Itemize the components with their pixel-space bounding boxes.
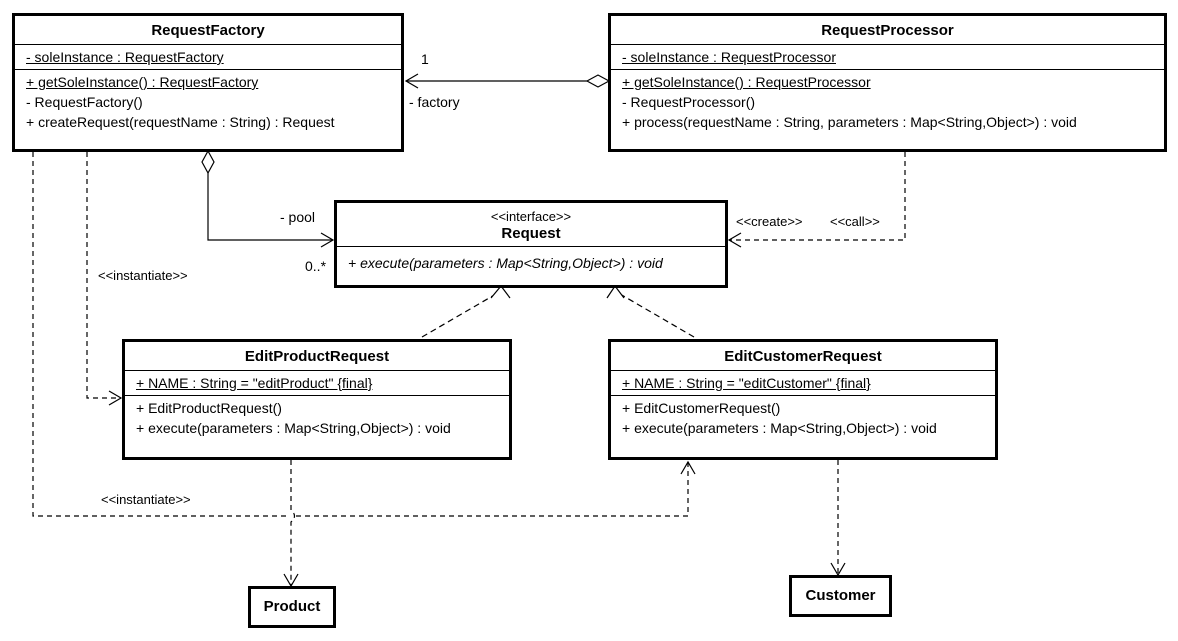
- instantiate-label: <<instantiate>>: [98, 268, 188, 283]
- instantiate-product-request-arrow: [108, 390, 123, 406]
- operation: + EditProductRequest(): [136, 400, 282, 416]
- factory-aggregation-diamond: [585, 74, 611, 88]
- pool-aggregation-line: [207, 173, 333, 241]
- operation: + getSoleInstance() : RequestProcessor: [622, 74, 871, 90]
- operation: + execute(parameters : Map<String,Object…: [622, 420, 937, 436]
- factory-open-arrow: [404, 73, 419, 89]
- request-factory-class[interactable]: RequestFactory - soleInstance : RequestF…: [12, 13, 404, 152]
- factory-multiplicity-label: 1: [421, 51, 429, 67]
- class-name: EditCustomerRequest: [724, 348, 882, 365]
- operations-section: + execute(parameters : Map<String,Object…: [337, 246, 725, 275]
- instantiate-customer-request-line: [32, 152, 689, 517]
- operations-section: + EditProductRequest() + execute(paramet…: [125, 395, 509, 440]
- attributes-section: + NAME : String = "editProduct" {final}: [125, 370, 509, 395]
- call-open-arrow: [727, 232, 742, 248]
- product-class[interactable]: Product: [248, 586, 336, 628]
- attribute: + NAME : String = "editCustomer" {final}: [622, 375, 871, 391]
- attributes-section: - soleInstance : RequestFactory: [15, 44, 401, 69]
- request-processor-class[interactable]: RequestProcessor - soleInstance : Reques…: [608, 13, 1167, 152]
- class-name: Request: [501, 225, 561, 242]
- instantiate-customer-request-arrow: [680, 460, 696, 475]
- class-name: RequestFactory: [151, 22, 265, 39]
- class-name: EditProductRequest: [244, 348, 390, 365]
- class-name: Customer: [805, 587, 876, 604]
- attribute: - soleInstance : RequestProcessor: [622, 49, 836, 65]
- stereotype: <<interface>>: [490, 209, 572, 224]
- interface-header: <<interface>> Request: [337, 203, 725, 246]
- operation: - RequestProcessor(): [622, 94, 756, 110]
- customer-realization-line: [619, 293, 695, 338]
- call-dependency-line: [729, 152, 906, 241]
- operation: + execute(parameters : Map<String,Object…: [136, 420, 451, 436]
- attributes-section: - soleInstance : RequestProcessor: [611, 44, 1164, 69]
- attributes-section: + NAME : String = "editCustomer" {final}: [611, 370, 995, 395]
- class-name: RequestProcessor: [821, 22, 954, 39]
- pool-open-arrow: [320, 232, 335, 248]
- instantiate-label: <<instantiate>>: [101, 492, 191, 507]
- operation: - RequestFactory(): [26, 94, 143, 110]
- instantiate-product-request-line: [86, 152, 121, 399]
- customer-class[interactable]: Customer: [789, 575, 892, 617]
- product-realization-line: [421, 293, 497, 338]
- call-stereotype-label: <<call>>: [830, 214, 880, 229]
- operation: + execute(parameters : Map<String,Object…: [348, 255, 663, 271]
- create-stereotype-label: <<create>>: [736, 214, 803, 229]
- attribute: + NAME : String = "editProduct" {final}: [136, 375, 373, 391]
- operation: + process(requestName : String, paramete…: [622, 114, 1077, 130]
- product-dependency-line: [290, 460, 296, 586]
- operations-section: + getSoleInstance() : RequestFactory - R…: [15, 69, 401, 134]
- operations-section: + EditCustomerRequest() + execute(parame…: [611, 395, 995, 440]
- pool-aggregation-diamond: [201, 149, 215, 175]
- edit-customer-request-class[interactable]: EditCustomerRequest + NAME : String = "e…: [608, 339, 998, 460]
- attribute: - soleInstance : RequestFactory: [26, 49, 224, 65]
- request-interface[interactable]: <<interface>> Request + execute(paramete…: [334, 200, 728, 288]
- operation: + EditCustomerRequest(): [622, 400, 781, 416]
- operation: + createRequest(requestName : String) : …: [26, 114, 335, 130]
- class-name: Product: [263, 598, 321, 615]
- factory-role-label: - factory: [409, 94, 460, 110]
- pool-role-label: - pool: [280, 209, 316, 225]
- operations-section: + getSoleInstance() : RequestProcessor -…: [611, 69, 1164, 134]
- pool-multiplicity-label: 0..*: [305, 258, 327, 274]
- operation: + getSoleInstance() : RequestFactory: [26, 74, 259, 90]
- edit-product-request-class[interactable]: EditProductRequest + NAME : String = "ed…: [122, 339, 512, 460]
